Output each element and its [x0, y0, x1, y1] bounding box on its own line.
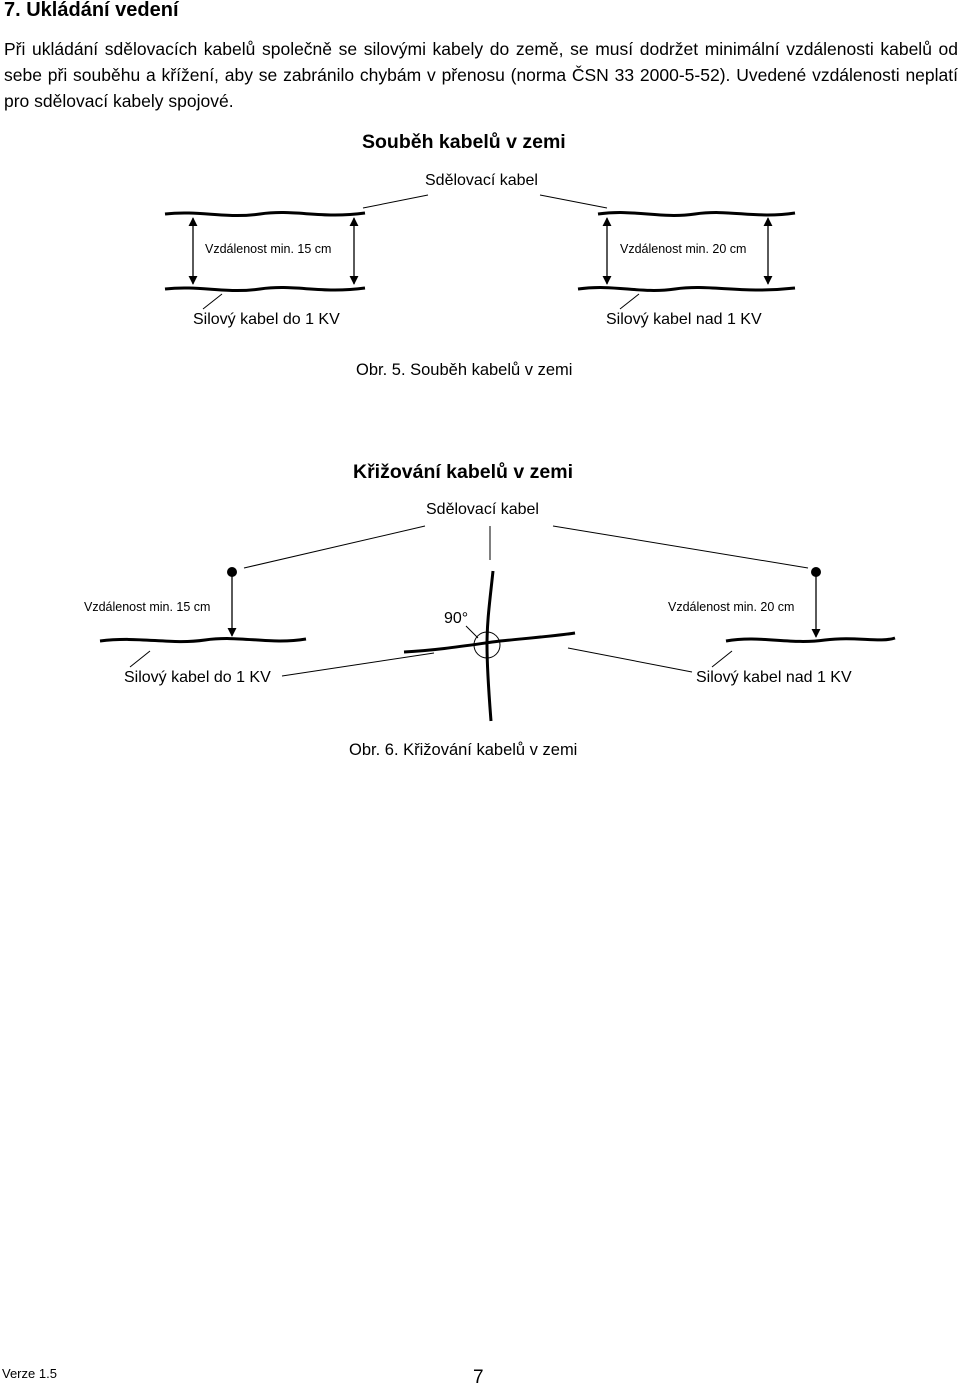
fig6-comm-dot-left	[227, 567, 237, 577]
section-heading: 7. Ukládání vedení	[4, 0, 179, 21]
fig6-comm-dot-right	[811, 567, 821, 577]
fig5-leader-comm-left	[362, 194, 429, 209]
fig5-caption: Obr. 5. Souběh kabelů v zemi	[356, 361, 573, 379]
fig5-power-left-label: Silový kabel do 1 KV	[193, 311, 340, 328]
fig6-leader-power-right-a	[711, 650, 733, 668]
fig6-power-right-label: Silový kabel nad 1 KV	[696, 669, 852, 686]
fig5-leader-comm-right	[539, 194, 608, 209]
fig6-power-cable-left	[99, 637, 307, 644]
fig5-comm-cable-right	[597, 211, 796, 217]
fig6-distance-right: Vzdálenost min. 20 cm	[668, 600, 795, 614]
fig6-drawing	[99, 525, 896, 722]
fig6-power-cable-right	[725, 636, 896, 643]
fig6-comm-cable-label: Sdělovací kabel	[426, 501, 539, 518]
fig6-angle-circle	[473, 631, 501, 659]
fig6-leader-power-right-b	[567, 647, 693, 673]
fig5-comm-cable-left	[164, 211, 366, 218]
fig6-leader-power-left-b	[281, 652, 435, 677]
intro-paragraph: Při ukládání sdělovacích kabelů společně…	[4, 39, 958, 111]
fig5-distance-right: Vzdálenost min. 20 cm	[620, 242, 747, 256]
fig5-drawing	[164, 194, 796, 310]
fig6-cross-horizontal	[403, 631, 576, 654]
fig6-distance-left: Vzdálenost min. 15 cm	[84, 600, 211, 614]
fig6-title: Křižování kabelů v zemi	[353, 461, 573, 483]
fig6-leader-comm-right	[552, 525, 809, 569]
fig5-leader-power-right	[619, 293, 640, 310]
fig6-power-left-label: Silový kabel do 1 KV	[124, 669, 271, 686]
fig5-power-cable-left	[164, 286, 366, 293]
fig5-distance-left: Vzdálenost min. 15 cm	[205, 242, 332, 256]
fig5-leader-power-left	[202, 293, 223, 310]
footer-version: Verze 1.5	[2, 1366, 57, 1381]
fig6-leader-angle	[465, 625, 479, 639]
fig6-leader-comm-left	[243, 525, 426, 569]
fig5-title: Souběh kabelů v zemi	[362, 131, 566, 153]
fig6-angle-label: 90°	[444, 610, 469, 627]
fig5-power-cable-right	[577, 286, 796, 292]
footer-page-number: 7	[473, 1367, 484, 1388]
fig5-power-right-label: Silový kabel nad 1 KV	[606, 311, 762, 328]
fig6-cross-vertical	[485, 570, 495, 722]
fig6-caption: Obr. 6. Křižování kabelů v zemi	[349, 741, 578, 759]
fig5-comm-cable-label: Sdělovací kabel	[425, 172, 538, 189]
fig6-leader-power-left-a	[129, 650, 151, 668]
